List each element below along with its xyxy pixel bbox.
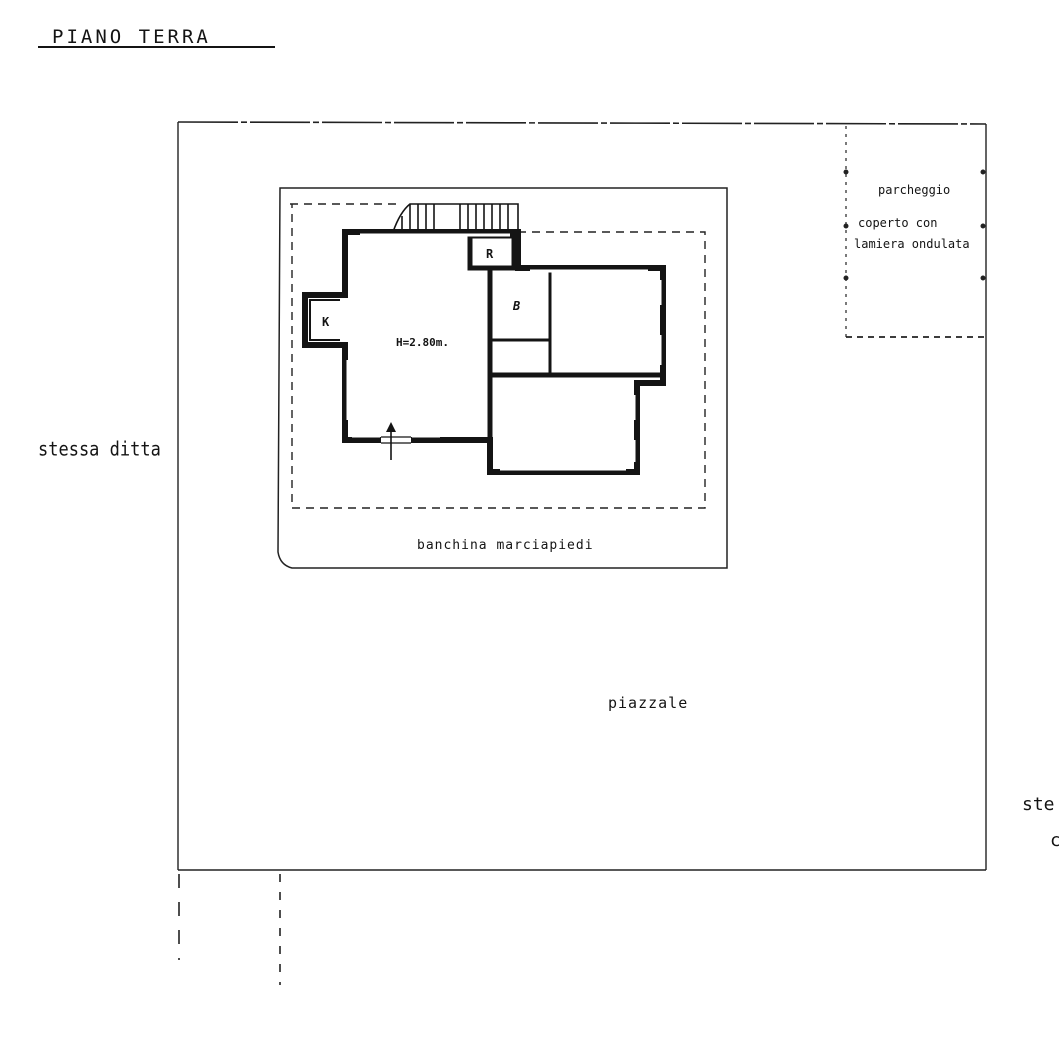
right-neighbor-label-2: c (1050, 830, 1059, 851)
left-neighbor-label: stessa ditta (38, 438, 161, 462)
property-boundary (177, 121, 987, 871)
sidewalk-label: banchina marciapiedi (417, 538, 594, 553)
room-bath-label: B (513, 299, 521, 313)
building-walls (302, 229, 666, 475)
right-neighbor-label-1: ste (1022, 794, 1055, 815)
parking-label-3: lamiera ondulata (854, 237, 970, 251)
parking-label-1: parcheggio (878, 183, 951, 197)
room-storage-label: R (486, 247, 494, 261)
room-kitchen-label: K (322, 315, 330, 329)
page-title: PIANO TERRA (52, 26, 211, 48)
footprint-dashed (290, 203, 706, 509)
extension-lines (178, 874, 281, 985)
entrance-arrow-icon (386, 422, 396, 460)
covered-parking (843, 126, 986, 338)
parking-label-2: coperto con (858, 216, 938, 230)
ceiling-height-note: H=2.80m. (396, 336, 449, 349)
sidewalk-outline (277, 187, 728, 569)
stairs (392, 203, 519, 233)
yard-label: piazzale (608, 694, 689, 712)
